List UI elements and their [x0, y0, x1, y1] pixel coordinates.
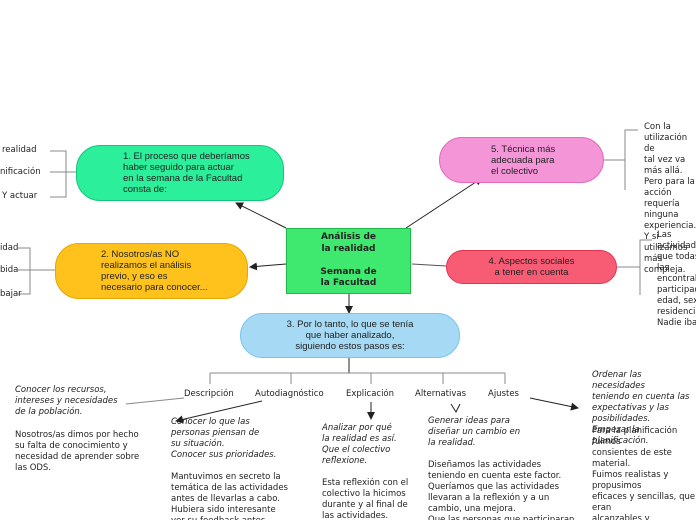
branch-2-label: 2. Nosotros/as NO realizamos el análisis…: [101, 249, 208, 293]
bracket-b4: [617, 239, 652, 295]
branch-5[interactable]: 5. Técnica más adecuada para el colectiv…: [439, 137, 604, 183]
branch-3[interactable]: 3. Por lo tanto, lo que se tenía que hab…: [240, 313, 460, 358]
b1-child-3[interactable]: Y actuar: [2, 191, 38, 201]
bracket-b1: [50, 150, 76, 198]
step-ajustes[interactable]: Ajustes: [488, 389, 519, 399]
b1-child-1[interactable]: realidad: [2, 145, 37, 155]
bracket-b5: [604, 129, 638, 190]
branch-5-label: 5. Técnica más adecuada para el colectiv…: [491, 143, 556, 177]
branch-3-label: 3. Por lo tanto, lo que se tenía que hab…: [286, 319, 414, 352]
step-explicacion[interactable]: Explicación: [346, 389, 395, 399]
branch-2[interactable]: 2. Nosotros/as NO realizamos el análisis…: [55, 243, 248, 299]
b1-child-2[interactable]: nificación: [0, 167, 41, 177]
link-autodiag-note: [175, 400, 263, 424]
explic-note-italic: Analizar por qué la realidad es así. Que…: [322, 423, 397, 466]
central-topic-label: Análisis de la realidad Semana de la Fac…: [320, 232, 377, 289]
step-alternativas[interactable]: Alternativas: [415, 389, 467, 399]
autodiag-note-italic: Conocer lo que las personas piensan de s…: [171, 417, 277, 460]
descripcion-note-italic: Conocer los recursos, intereses y necesi…: [15, 385, 118, 417]
branch-5-note: Con la utilización de tal vez va más all…: [644, 122, 696, 275]
autodiag-note: Mantuvimos en secreto la temática de las…: [171, 472, 288, 520]
branch-4-note: Las actividades que todas las encontraba…: [657, 230, 696, 328]
ajustes-note: Para la planificación fuimos consientes …: [592, 426, 696, 520]
b2-child-1[interactable]: idad: [0, 243, 19, 253]
central-topic[interactable]: Análisis de la realidad Semana de la Fac…: [286, 228, 411, 294]
link-central-b5: [405, 177, 483, 229]
bracket-b2: [18, 247, 55, 295]
link-central-b2: [249, 262, 287, 271]
step-autodiagnostico[interactable]: Autodiagnóstico: [255, 389, 324, 399]
b2-child-3[interactable]: bajar: [0, 289, 22, 299]
branch-1[interactable]: 1. El proceso que deberíamos haber segui…: [76, 145, 284, 201]
branch-4[interactable]: 4. Aspectos sociales a tener en cuenta: [446, 250, 617, 284]
link-descripcion-note: [125, 397, 185, 405]
link-altern-note: [450, 403, 461, 414]
link-ajustes-note: [529, 397, 579, 411]
step-descripcion[interactable]: Descripción: [184, 389, 234, 399]
link-central-b1: [235, 202, 287, 229]
explic-note: Esta reflexión con el colectivo la hicim…: [322, 478, 409, 520]
altern-note-italic: Generar ideas para diseñar un cambio en …: [428, 416, 521, 448]
link-central-b4: [411, 263, 447, 267]
branch-1-label: 1. El proceso que deberíamos haber segui…: [123, 151, 250, 195]
b2-child-2[interactable]: bida: [0, 265, 19, 275]
branch-4-label: 4. Aspectos sociales a tener en cuenta: [488, 256, 575, 278]
ajustes-note-italic: Ordenar las necesidades teniendo en cuen…: [592, 370, 690, 446]
altern-note: Diseñamos las actividades teniendo en cu…: [428, 460, 575, 520]
descripcion-note: Nosotros/as dimos por hecho su falta de …: [15, 430, 140, 473]
